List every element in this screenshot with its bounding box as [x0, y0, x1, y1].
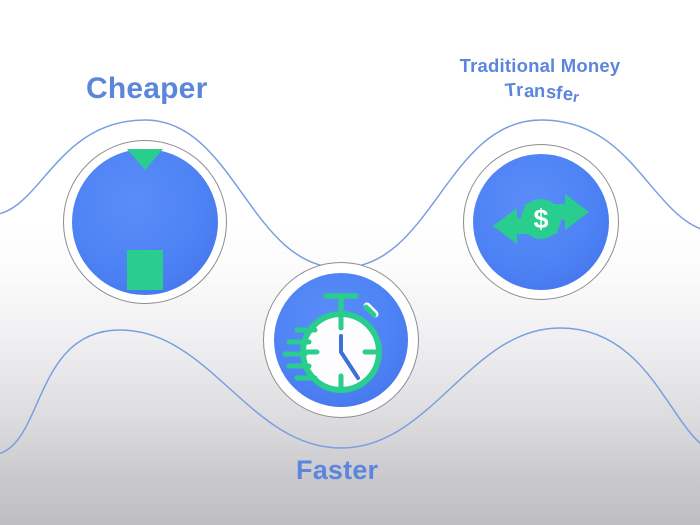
- traditional-line-1: Traditional Money: [459, 55, 621, 76]
- traditional-line-2: Transfer: [504, 78, 581, 107]
- label-faster: Faster: [296, 455, 379, 485]
- t-char-2: a: [523, 79, 535, 102]
- t-char-3: n: [534, 79, 546, 102]
- money-exchange-icon: $: [493, 194, 589, 244]
- down-arrow-icon: [127, 149, 163, 290]
- wave-lower-path: [0, 327, 700, 455]
- label-traditional-money-transfer: Traditional Money Transfer: [440, 54, 640, 107]
- node-cheaper[interactable]: [63, 140, 227, 304]
- dollar-sign-glyph: $: [533, 204, 548, 234]
- node-traditional-money-transfer[interactable]: $: [463, 144, 619, 300]
- node-faster[interactable]: [263, 262, 419, 418]
- label-cheaper: Cheaper: [86, 72, 208, 105]
- stopwatch-icon: [282, 293, 382, 393]
